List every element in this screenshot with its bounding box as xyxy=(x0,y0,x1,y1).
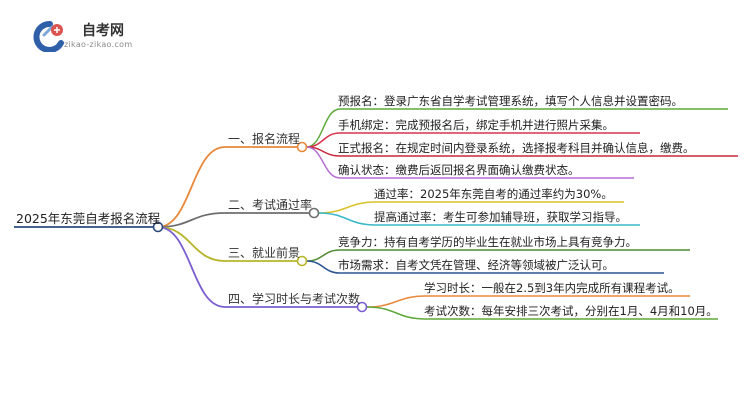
leaf-connector-2-1 xyxy=(318,201,377,214)
branch-connector-3 xyxy=(157,226,226,262)
branch-node-4 xyxy=(356,301,368,313)
leaf-pass-rate: 通过率：2025年东莞自考的通过率约为30%。 xyxy=(374,187,613,201)
leaf-market-demand: 市场需求：自考文凭在管理、经济等领域被广泛认可。 xyxy=(338,258,614,272)
leaf-connector-3-2 xyxy=(306,260,341,274)
leaf-connector-1-1 xyxy=(306,108,341,148)
branch-node-2 xyxy=(308,207,320,219)
leaf-connector-4-2 xyxy=(366,306,427,320)
leaf-study-duration: 学习时长：一般在2.5到3年内完成所有课程考试。 xyxy=(424,281,680,295)
leaf-phone-binding: 手机绑定：完成预报名后，绑定手机并进行照片采集。 xyxy=(338,118,614,132)
branch-label-signup-process: 一、报名流程 xyxy=(228,132,301,146)
leaf-connector-2-2 xyxy=(318,212,377,226)
leaf-confirm-status: 确认状态：缴费后返回报名界面确认缴费状态。 xyxy=(338,163,580,177)
branch-node-3 xyxy=(296,255,308,267)
leaf-connector-1-4 xyxy=(306,146,341,179)
leaf-connector-3-1 xyxy=(306,249,341,262)
branch-label-job-prospects: 三、就业前景 xyxy=(228,246,301,260)
branch-node-1 xyxy=(296,141,308,153)
leaf-competitiveness: 竞争力：持有自考学历的毕业生在就业市场上具有竞争力。 xyxy=(338,235,637,249)
logo-title: 自考网 xyxy=(82,23,124,39)
leaf-pre-registration: 预报名：登录广东省自学考试管理系统，填写个人信息并设置密码。 xyxy=(338,94,683,108)
branch-label-pass-rate: 二、考试通过率 xyxy=(228,198,313,212)
branch-label-study-duration: 四、学习时长与考试次数 xyxy=(228,292,361,306)
logo-mark-icon xyxy=(33,21,64,53)
branch-connector-1 xyxy=(157,146,226,228)
root-node xyxy=(152,221,164,233)
leaf-improve-pass-rate: 提高通过率：考生可参加辅导班，获取学习指导。 xyxy=(374,210,627,224)
branch-connector-4 xyxy=(157,226,226,308)
leaf-formal-registration: 正式报名：在规定时间内登录系统，选择报考科目并确认信息，缴费。 xyxy=(338,141,695,155)
root-label: 2025年东莞自考报名流程 xyxy=(16,211,161,226)
site-logo xyxy=(30,18,150,53)
branch-connector-2 xyxy=(157,212,226,228)
leaf-connector-4-1 xyxy=(366,295,427,308)
logo-subtitle: zikao-zikao.com xyxy=(64,40,133,49)
leaf-exam-frequency: 考试次数：每年安排三次考试，分别在1月、4月和10月。 xyxy=(424,304,718,318)
